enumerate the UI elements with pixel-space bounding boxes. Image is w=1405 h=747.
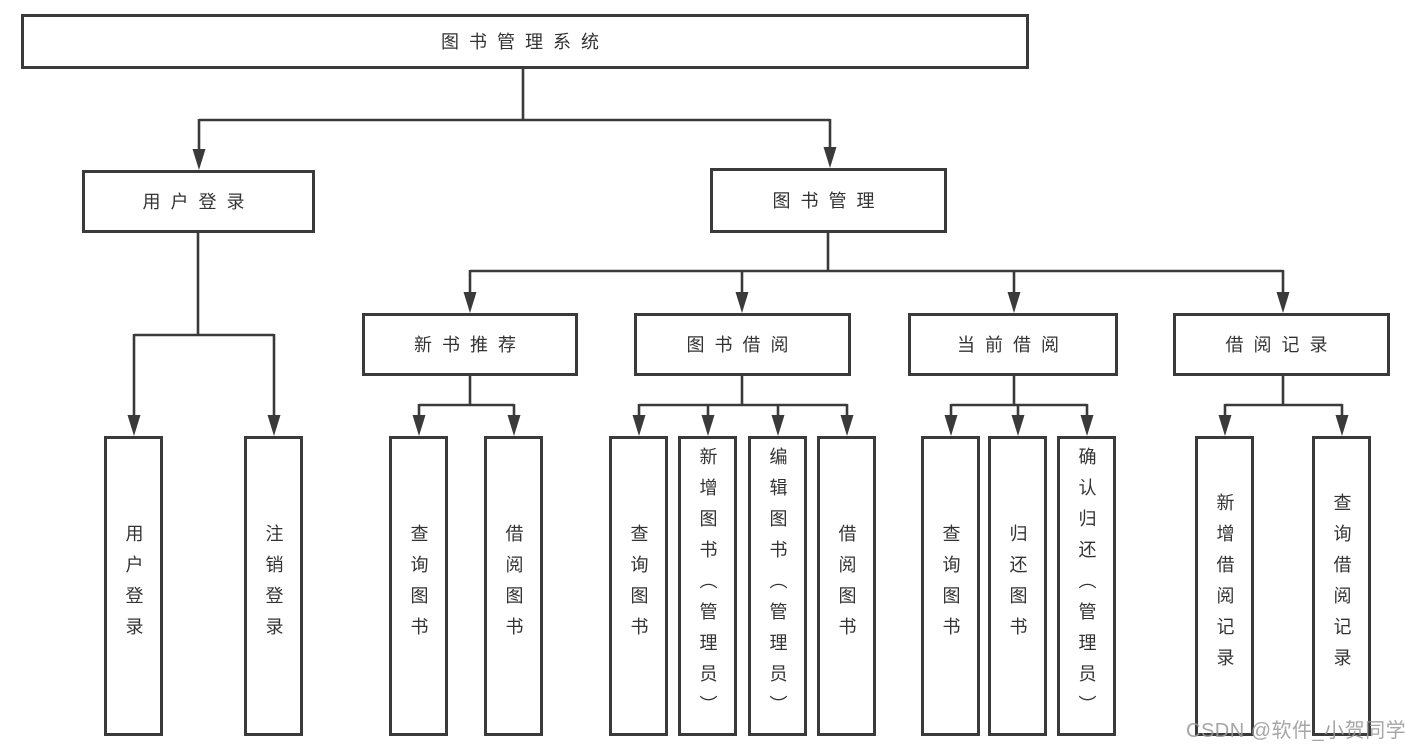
node-label: 图书管理系统 — [441, 31, 609, 52]
node-label: 图书管理 — [772, 190, 885, 211]
node-label: 借阅记录 — [1225, 334, 1338, 355]
node-label: 查询图书 — [940, 524, 961, 648]
node-new-book-recommendation: 新书推荐 — [362, 313, 578, 376]
node-label: 图书借阅 — [686, 334, 799, 355]
node-label: 新增借阅记录 — [1214, 493, 1235, 679]
node-label: 查询图书 — [408, 524, 429, 648]
leaf-edit-books-admin: 编辑图书（管理员） — [748, 436, 807, 736]
node-label: 借阅图书 — [836, 524, 857, 648]
leaf-add-books-admin: 新增图书（管理员） — [678, 436, 737, 736]
node-label: 用户登录 — [123, 524, 144, 648]
leaf-logout: 注销登录 — [244, 436, 303, 736]
leaf-query-books-current: 查询图书 — [921, 436, 980, 736]
node-label: 归还图书 — [1007, 524, 1028, 648]
node-label: 用户登录 — [142, 191, 255, 212]
leaf-borrow-books-recommend: 借阅图书 — [484, 436, 543, 736]
node-label: 确认归还（管理员） — [1076, 446, 1097, 726]
leaf-query-books-borrow: 查询图书 — [609, 436, 668, 736]
leaf-query-borrow-record: 查询借阅记录 — [1312, 436, 1371, 736]
leaf-query-books-recommend: 查询图书 — [389, 436, 448, 736]
leaf-add-borrow-record: 新增借阅记录 — [1195, 436, 1254, 736]
leaf-return-books: 归还图书 — [988, 436, 1047, 736]
node-book-management: 图书管理 — [710, 168, 947, 233]
node-library-management-system: 图书管理系统 — [21, 14, 1029, 69]
node-user-login: 用户登录 — [82, 170, 315, 233]
node-current-borrowing: 当前借阅 — [908, 313, 1118, 376]
node-label: 借阅图书 — [503, 524, 524, 648]
leaf-borrow-books: 借阅图书 — [817, 436, 876, 736]
node-label: 注销登录 — [263, 524, 284, 648]
node-borrowing-records: 借阅记录 — [1173, 313, 1390, 376]
node-label: 新书推荐 — [414, 334, 526, 355]
node-book-borrowing: 图书借阅 — [634, 313, 851, 376]
node-label: 当前借阅 — [957, 334, 1069, 355]
leaf-confirm-return-admin: 确认归还（管理员） — [1057, 436, 1116, 736]
leaf-user-login: 用户登录 — [104, 436, 163, 736]
csdn-watermark: CSDN @软件_小贺同学 — [1186, 720, 1405, 742]
node-label: 查询借阅记录 — [1331, 493, 1352, 679]
node-label: 新增图书（管理员） — [697, 446, 718, 726]
node-label: 查询图书 — [628, 524, 649, 648]
node-label: 编辑图书（管理员） — [767, 446, 788, 726]
